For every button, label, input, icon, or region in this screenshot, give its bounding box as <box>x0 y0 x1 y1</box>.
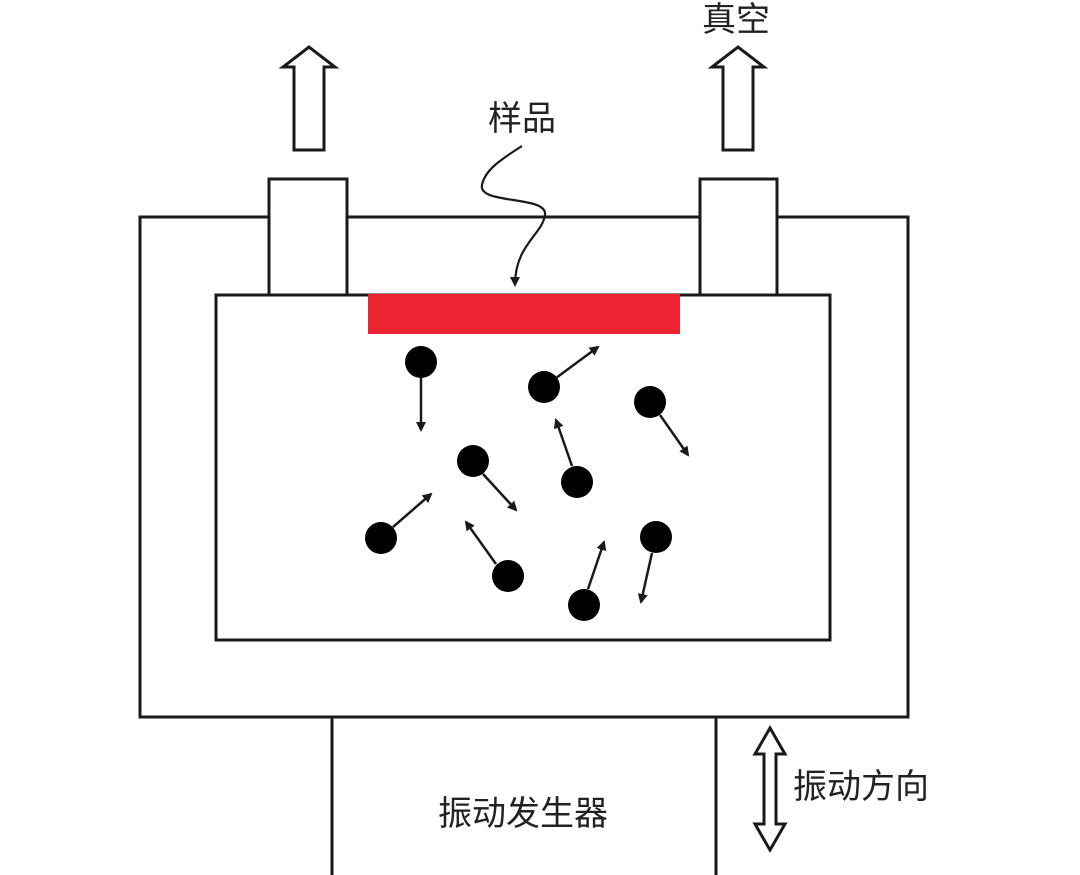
vacuum-arrow-right <box>707 45 769 152</box>
particle-5 <box>553 418 593 498</box>
sample-label: 样品 <box>488 99 556 139</box>
vacuum-label: 真空 <box>702 0 770 40</box>
particle-1 <box>405 346 437 432</box>
particle-8 <box>568 540 607 621</box>
particle-9 <box>637 521 672 604</box>
sample-leader-line <box>480 145 547 287</box>
particle-4 <box>457 445 518 512</box>
generator-label: 振动发生器 <box>438 794 608 834</box>
particle-7 <box>464 520 524 592</box>
particle-3 <box>634 386 690 457</box>
particles <box>365 345 690 621</box>
particle-6 <box>365 492 433 554</box>
sample-strip <box>368 294 680 334</box>
vibration-direction-arrow <box>752 724 788 854</box>
inner-chamber <box>214 293 832 642</box>
vacuum-port-left <box>267 177 349 297</box>
vibration-direction-label: 振动方向 <box>793 767 929 807</box>
vacuum-arrow-left <box>278 45 340 152</box>
particle-2 <box>528 345 600 403</box>
outer-chamber <box>138 215 910 719</box>
vacuum-port-right <box>698 177 779 297</box>
